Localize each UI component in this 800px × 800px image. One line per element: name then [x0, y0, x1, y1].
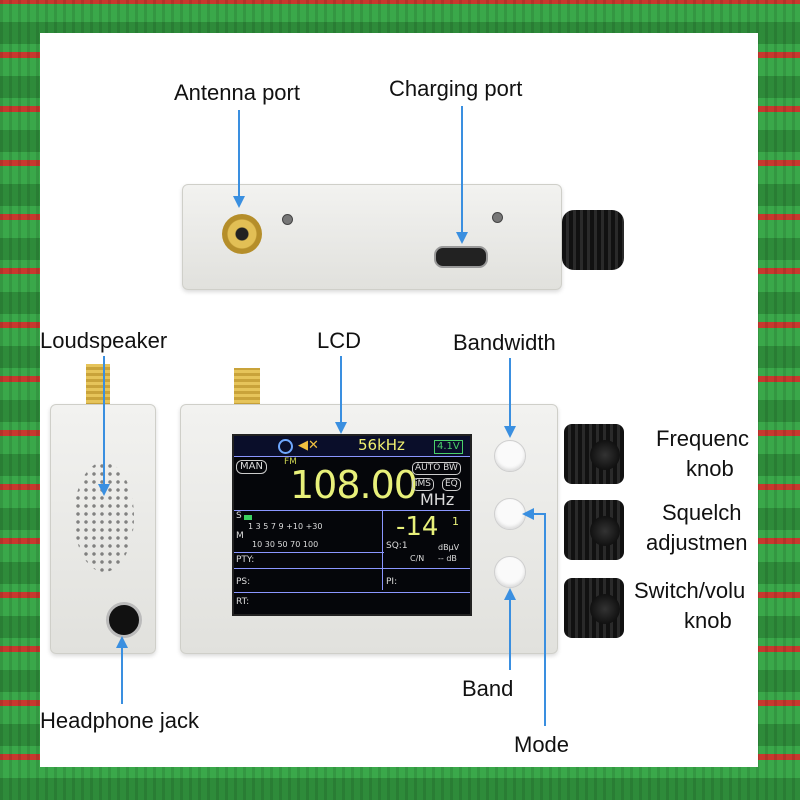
lcd-cn-label: C/N	[410, 554, 425, 563]
lcd-eq: EQ	[442, 478, 461, 491]
arrow-loudspeaker-head	[98, 484, 110, 496]
lcd-pi: PI:	[386, 577, 398, 587]
arrow-bandwidth-head	[504, 426, 516, 438]
lcd-ps: PS:	[236, 577, 251, 587]
screw-right	[492, 212, 503, 223]
headphone-jack-hole	[106, 602, 142, 638]
product-panel	[40, 33, 758, 767]
screw-left	[282, 214, 293, 225]
arrow-mode-vertical	[544, 514, 546, 726]
lcd-battery: 4.1V	[434, 440, 463, 454]
lcd-rt: RT:	[236, 597, 250, 607]
lcd-screen: ◀✕ 56kHz 4.1V MAN FM 108.00 AUTO BW iMS …	[232, 434, 472, 616]
arrow-mode-head	[522, 508, 534, 520]
mode-button[interactable]	[494, 498, 526, 530]
label-band: Band	[462, 676, 514, 701]
lcd-rule-pty	[234, 552, 384, 553]
label-switch-volume-2: knob	[684, 608, 732, 633]
arrow-charging	[461, 106, 463, 234]
label-charging-port: Charging port	[389, 76, 523, 101]
arrow-antenna	[238, 110, 240, 198]
arrow-bandwidth	[509, 358, 511, 428]
lcd-rule-mid	[234, 510, 470, 511]
s-meter-bar	[244, 515, 252, 520]
front-antenna	[234, 368, 260, 406]
lcd-m-label: M	[236, 531, 244, 541]
top-knob	[562, 210, 624, 270]
label-squelch-1: Squelch	[662, 500, 742, 525]
lcd-m-scale: 10 30 50 70 100	[252, 540, 319, 549]
arrow-mode-horizontal	[532, 513, 546, 515]
lcd-auto-bw: AUTO BW	[412, 462, 461, 475]
squelch-knob-face	[590, 516, 620, 546]
bandwidth-button[interactable]	[494, 440, 526, 472]
lcd-rule-top	[234, 456, 470, 457]
lcd-s-scale: 1 3 5 7 9 +10 +30	[248, 522, 323, 531]
label-frequency-knob-1: Frequenc	[656, 426, 749, 451]
label-frequency-knob-2: knob	[686, 456, 734, 481]
lcd-rule-divider	[382, 510, 383, 590]
label-mode: Mode	[514, 732, 570, 757]
volume-knob-face	[590, 594, 620, 624]
label-lcd: LCD	[317, 328, 362, 353]
lcd-status-bar	[234, 436, 470, 456]
label-squelch-2: adjustmen	[646, 530, 748, 555]
frequency-knob-face	[590, 440, 620, 470]
side-antenna	[86, 364, 110, 406]
arrow-lcd-head	[335, 422, 347, 434]
label-antenna-port: Antenna port	[174, 80, 300, 105]
lcd-sq: SQ:1	[386, 541, 408, 551]
band-button[interactable]	[494, 556, 526, 588]
radio-ring-icon	[278, 439, 293, 454]
mute-icon: ◀✕	[298, 438, 319, 453]
lcd-frequency: 108.00	[290, 463, 418, 507]
label-switch-volume-1: Switch/volu	[634, 578, 746, 603]
lcd-bandwidth-value: 56kHz	[358, 436, 405, 454]
usb-c-port	[434, 246, 488, 268]
lcd-cn-value: -- dB	[438, 554, 457, 563]
lcd-signal-value: -14	[396, 512, 439, 542]
lcd-pty: PTY:	[236, 555, 255, 565]
arrow-loudspeaker	[103, 356, 105, 486]
lcd-modulation: FM	[284, 457, 297, 467]
arrow-charging-head	[456, 232, 468, 244]
arrow-headphone	[121, 646, 123, 704]
label-headphone-jack: Headphone jack	[40, 708, 200, 733]
lcd-signal-unit: dBµV	[438, 543, 460, 552]
lcd-s-label: S	[236, 511, 242, 521]
lcd-unit: MHz	[420, 490, 455, 509]
lcd-mode: MAN	[236, 460, 267, 474]
arrow-headphone-head	[116, 636, 128, 648]
arrow-band-head	[504, 588, 516, 600]
label-loudspeaker: Loudspeaker	[40, 328, 168, 353]
arrow-lcd	[340, 356, 342, 424]
antenna-connector	[222, 214, 262, 254]
lcd-ims: iMS	[412, 478, 434, 491]
arrow-band	[509, 598, 511, 670]
lcd-signal-decimal: 1	[452, 515, 459, 528]
lcd-rule-rt	[234, 592, 470, 593]
label-bandwidth: Bandwidth	[453, 330, 556, 355]
lcd-rule-ps	[234, 568, 470, 569]
arrow-antenna-head	[233, 196, 245, 208]
